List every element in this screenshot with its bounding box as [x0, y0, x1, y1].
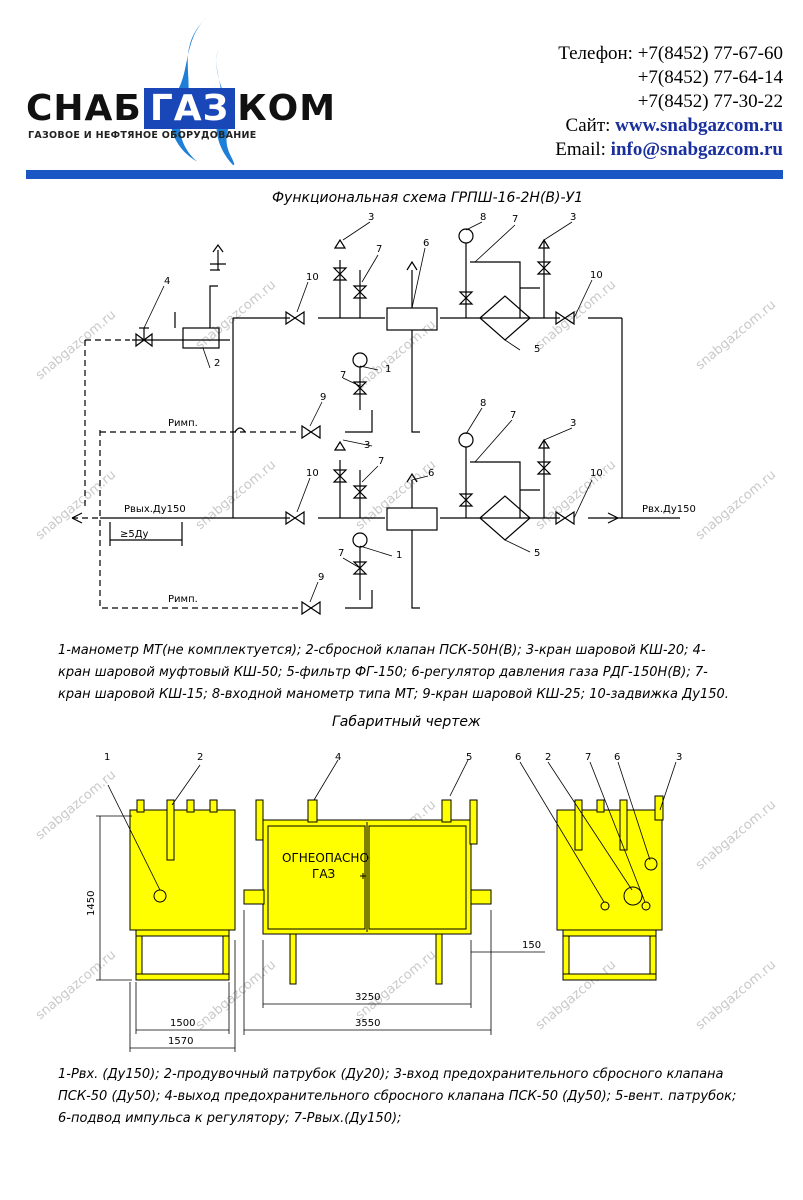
cabinet-left-view [107, 764, 236, 981]
watermark: snabgazcom.ru [693, 797, 779, 873]
cab-num-3: 3 [676, 752, 682, 763]
num-7: 7 [378, 456, 384, 467]
dimensions-title: Габаритный чертеж [332, 714, 481, 730]
label-p-out: Pвых.Ду150 [124, 504, 186, 515]
num-6: 6 [423, 238, 429, 249]
cabinet-right-view [519, 761, 677, 981]
watermark: snabgazcom.ru [693, 467, 779, 543]
label-p-imp-top: Pимп. [168, 418, 198, 429]
num-10: 10 [306, 272, 319, 283]
dimensions-legend: 1-Pвх. (Ду150); 2-продувочный патрубок (… [58, 1067, 737, 1126]
email-label: Email: [555, 139, 606, 160]
dim-3250: 3250 [355, 992, 380, 1003]
scheme-legend: 1-манометр МТ(не комплектуется); 2-сброс… [58, 643, 729, 702]
cab-num-7: 7 [585, 752, 591, 763]
watermark: snabgazcom.ru [693, 957, 779, 1033]
num-7: 7 [340, 370, 346, 381]
num-10: 10 [306, 468, 319, 479]
watermark: snabgazcom.ru [193, 277, 279, 353]
num-8: 8 [480, 398, 486, 409]
num-7: 7 [338, 548, 344, 559]
site-link[interactable]: www.snabgazcom.ru [615, 115, 783, 136]
num-4: 4 [164, 276, 170, 287]
num-1: 1 [385, 364, 391, 375]
num-3: 3 [570, 212, 576, 223]
watermark: snabgazcom.ru [353, 947, 439, 1023]
num-3: 3 [570, 418, 576, 429]
watermark: snabgazcom.ru [533, 277, 619, 353]
num-7: 7 [376, 244, 382, 255]
cab-num-6: 6 [515, 752, 521, 763]
contact-block: Телефон: +7(8452) 77-67-60 +7(8452) 77-6… [463, 42, 783, 162]
num-8: 8 [480, 212, 486, 223]
num-3: 3 [364, 440, 370, 451]
cab-num-4: 4 [335, 752, 341, 763]
num-1: 1 [396, 550, 402, 561]
dim-3550: 3550 [355, 1018, 380, 1029]
watermark: snabgazcom.ru [533, 957, 619, 1033]
num-10: 10 [590, 468, 603, 479]
phone-3[interactable]: +7(8452) 77-30-22 [637, 91, 783, 112]
logo-subtitle: ГАЗОВОЕ И НЕФТЯНОЕ ОБОРУДОВАНИЕ [28, 130, 257, 141]
cab-num-2: 2 [197, 752, 203, 763]
site-label: Сайт: [565, 115, 611, 136]
header-divider [26, 170, 783, 179]
num-6: 6 [428, 468, 434, 479]
label-p-imp-bottom: Pимп. [168, 594, 198, 605]
phone-1[interactable]: +7(8452) 77-67-60 [637, 43, 783, 64]
num-7: 7 [512, 214, 518, 225]
cab-num-5: 5 [466, 752, 472, 763]
num-3: 3 [368, 212, 374, 223]
cab-num-1: 1 [104, 752, 110, 763]
functional-scheme: snabgazcom.ru snabgazcom.ru snabgazcom.r… [33, 212, 779, 616]
scheme-title: Функциональная схема ГРПШ-16-2Н(В)-У1 [272, 190, 583, 206]
dim-1500: 1500 [170, 1018, 195, 1029]
watermark: snabgazcom.ru [693, 297, 779, 373]
watermark: snabgazcom.ru [33, 307, 119, 383]
num-7: 7 [510, 410, 516, 421]
logo: СНАБ ГАЗ КОМ ГАЗОВОЕ И НЕФТЯНОЕ ОБОРУДОВ… [22, 10, 335, 165]
num-5: 5 [534, 548, 540, 559]
dim-height: 1450 [86, 891, 97, 916]
cabinet-warning-1: ОГНЕОПАСНО [282, 851, 369, 865]
logo-word-left: СНАБ [26, 87, 142, 129]
num-10: 10 [590, 270, 603, 281]
phone-2[interactable]: +7(8452) 77-64-14 [637, 67, 783, 88]
watermark: snabgazcom.ru [33, 767, 119, 843]
phone-label: Телефон: [558, 43, 633, 64]
watermark: snabgazcom.ru [533, 457, 619, 533]
cabinet-warning-2: ГАЗ [312, 867, 335, 881]
watermark: snabgazcom.ru [33, 467, 119, 543]
label-p-in: Pвх.Ду150 [642, 504, 696, 515]
cab-num-6: 6 [614, 752, 620, 763]
label-dist: ≥5Ду [120, 529, 149, 540]
num-9: 9 [320, 392, 326, 403]
logo-word-right: КОМ [237, 87, 337, 129]
num-9: 9 [318, 572, 324, 583]
watermark: snabgazcom.ru [193, 457, 279, 533]
watermark: snabgazcom.ru [193, 957, 279, 1033]
watermark: snabgazcom.ru [353, 457, 439, 533]
num-2: 2 [214, 358, 220, 369]
watermark: snabgazcom.ru [33, 947, 119, 1023]
cabinet-front-view [243, 759, 492, 985]
cab-num-2: 2 [545, 752, 551, 763]
dim-150: 150 [522, 940, 541, 951]
logo-word-mid: ГАЗ [143, 87, 236, 129]
num-5: 5 [534, 344, 540, 355]
dim-1570: 1570 [168, 1036, 193, 1047]
dimension-drawing: snabgazcom.ru snabgazcom.ru snabgazcom.r… [33, 752, 779, 1052]
email-link[interactable]: info@snabgazcom.ru [610, 139, 783, 160]
